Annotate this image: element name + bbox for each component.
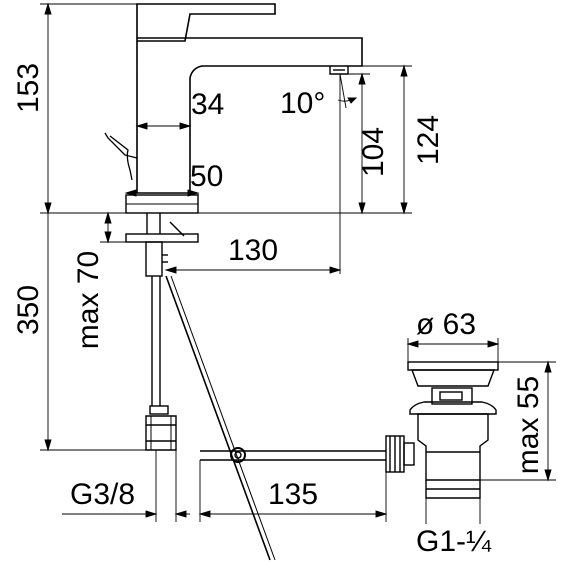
dim-124: 124: [412, 115, 445, 165]
dim-max-55: max 55: [512, 376, 545, 474]
dim-153: 153: [12, 63, 45, 113]
dimension-lines: [40, 2, 556, 524]
dim-g1-1-4: G1-¼: [416, 525, 492, 558]
dim-o63: ø 63: [416, 308, 476, 341]
dim-max-70: max 70: [72, 251, 105, 349]
waste-drawing: [407, 361, 499, 499]
dim-135: 135: [268, 478, 318, 511]
dim-130: 130: [228, 234, 278, 267]
dim-10-degrees: 10°: [280, 87, 325, 120]
dim-104: 104: [357, 127, 390, 177]
dim-350: 350: [12, 285, 45, 335]
dim-50: 50: [190, 160, 223, 193]
dim-34: 34: [191, 88, 224, 121]
dim-g3-8: G3/8: [70, 478, 135, 511]
faucet-drawing: [104, 3, 415, 561]
